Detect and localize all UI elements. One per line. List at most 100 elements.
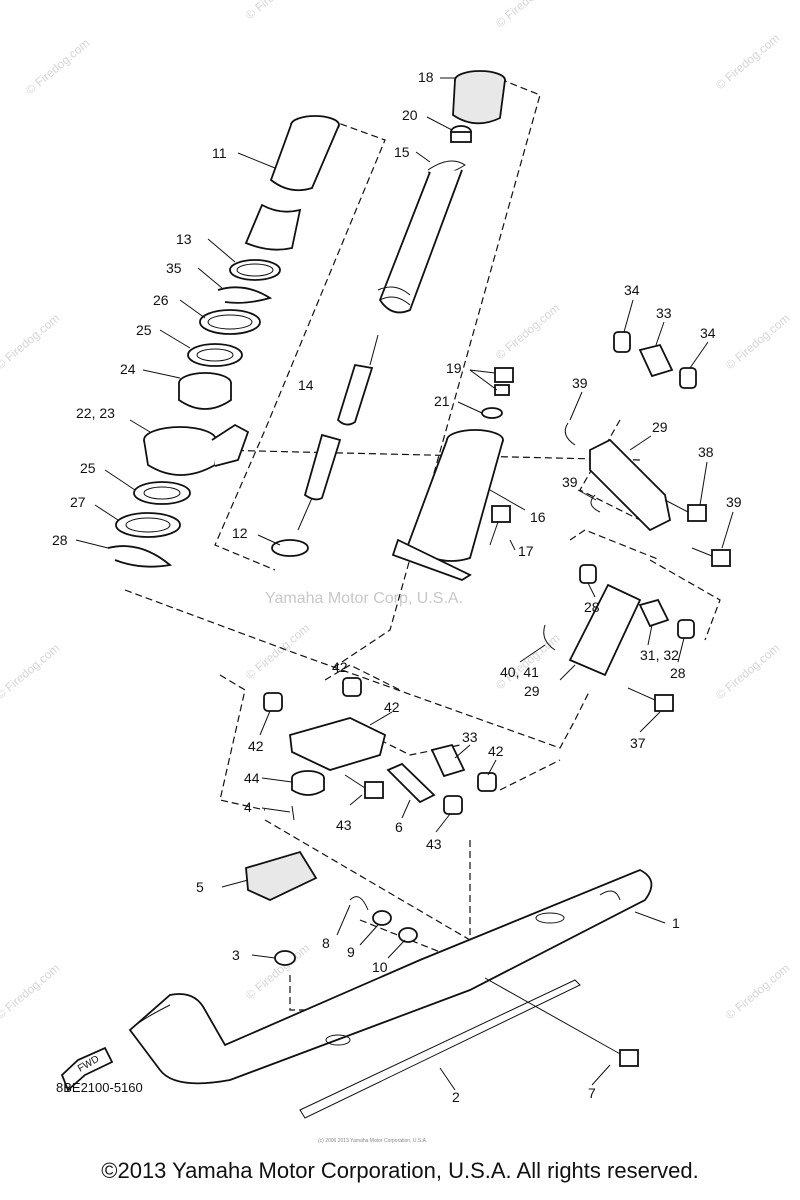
part-8-9-10-small [349,896,418,943]
watermark: © Firedog.com [0,961,62,1022]
part-7-bolt [484,977,639,1067]
callout-7: 7 [588,1085,596,1101]
callout-28-lower: 28 [52,532,68,548]
callout-17: 17 [518,543,534,559]
copyright-notice: ©2013 Yamaha Motor Corporation, U.S.A. A… [101,1158,699,1183]
part-5-wear-pad [245,850,318,901]
part-20-bushing [450,125,472,143]
callout-14: 14 [298,377,314,393]
leader-lines [75,77,734,1091]
watermark: © Firedog.com [23,36,92,97]
callout-40-41: 42 [384,699,400,715]
callout-42-left: 42 [248,738,264,754]
watermark: © Firedog.com [243,621,312,682]
callout-25: 25 [136,322,152,338]
part-38-bolt [691,547,731,567]
callout-2: 2 [452,1089,460,1105]
callout-25-lower: 25 [80,460,96,476]
part-36-bolt [664,499,707,522]
callout-3: 3 [232,947,240,963]
part-22-adjuster [143,423,250,476]
callout-34-lower: 33 [462,729,478,745]
part-40-bracket [289,717,387,771]
part-27-washer [115,512,181,538]
part-18-cap [452,70,506,125]
watermark: © Firedog.com [243,941,312,1002]
watermark: © Firedog.com [243,0,312,22]
watermark: © Firedog.com [713,31,782,92]
part-33-bushings [613,331,697,389]
part-11-boot [244,115,340,251]
callout-35: 31, 32 [640,647,679,663]
callout-29: 28 [584,599,600,615]
part-6-shaft [386,762,436,804]
callout-18: 18 [418,69,434,85]
watermark: © Firedog.com [0,641,62,702]
callout-1: 1 [672,915,680,931]
part-1-ski [128,869,653,1085]
callout-39-mid: 39 [562,474,578,490]
watermark: © Firedog.com [723,961,792,1022]
callout-28: 35 [166,260,182,276]
part-12-plate [271,539,309,557]
callout-11: 11 [212,145,227,161]
part-34-collar-upper [638,343,674,378]
callout-16: 16 [530,509,546,525]
callout-20: 20 [402,107,418,123]
callout-44: 44 [244,770,260,786]
callout-33: 34 [624,282,640,298]
part-19-nuts [494,367,514,396]
callout-42-bottom: 43 [426,836,442,852]
center-watermark: Yamaha Motor Corp, U.S.A. [265,590,463,607]
watermark: © Firedog.com [0,311,62,372]
part-25-washer-lower [133,481,191,505]
watermark: © Firedog.com [493,301,562,362]
part-43-bolt [344,774,384,799]
callout-39-low: 40, 41 [500,664,539,680]
callout-8: 8 [322,935,330,951]
callout-36: 38 [698,444,714,460]
part-30-arm [589,438,672,532]
callout-27: 27 [70,494,86,510]
callout-24: 24 [120,361,136,377]
callout-43: 43 [336,817,352,833]
callout-37: 37 [630,735,646,751]
part-3-nut [274,950,296,966]
part-14-shock-rod [297,334,379,531]
watermark: © Firedog.com [713,641,782,702]
watermark: © Firedog.com [723,311,792,372]
callout-29-right: 28 [670,665,686,681]
tiny-notice: (c) 2006 2013 Yamaha Motor Corporation, … [318,1138,427,1144]
callout-31-32: 29 [524,683,540,699]
part-21-washer [481,407,503,419]
part-35-collar [638,598,670,628]
callout-10: 10 [372,959,388,975]
part-4-screw [291,805,295,821]
callout-13: 13 [176,231,192,247]
part-42-bushings [263,677,497,815]
callout-12: 12 [232,525,248,541]
callout-21: 21 [434,393,450,409]
callout-30: 29 [652,419,668,435]
part-17-bolt [489,505,511,546]
part-16-shock-body [391,429,504,581]
part-24-collar [178,372,232,410]
diagram-code: 8BE2100-5160 [56,1080,143,1095]
part-13-ring [229,259,281,281]
callout-4: 4 [244,799,252,815]
callout-34: 33 [656,305,672,321]
part-15-spring-rod [377,160,466,314]
part-25-washer-upper [187,343,243,367]
part-31-link [568,583,642,677]
callout-26: 26 [153,292,169,308]
callout-42-top: 42 [332,659,348,675]
callout-22-23: 22, 23 [76,405,115,421]
callout-5: 5 [196,879,204,895]
part-39-pins [543,422,601,651]
callout-39: 39 [572,375,588,391]
part-2-runner [299,979,581,1119]
part-26-spring-seat [199,309,261,335]
callout-38: 39 [726,494,742,510]
part-28-clip-upper [217,286,273,304]
